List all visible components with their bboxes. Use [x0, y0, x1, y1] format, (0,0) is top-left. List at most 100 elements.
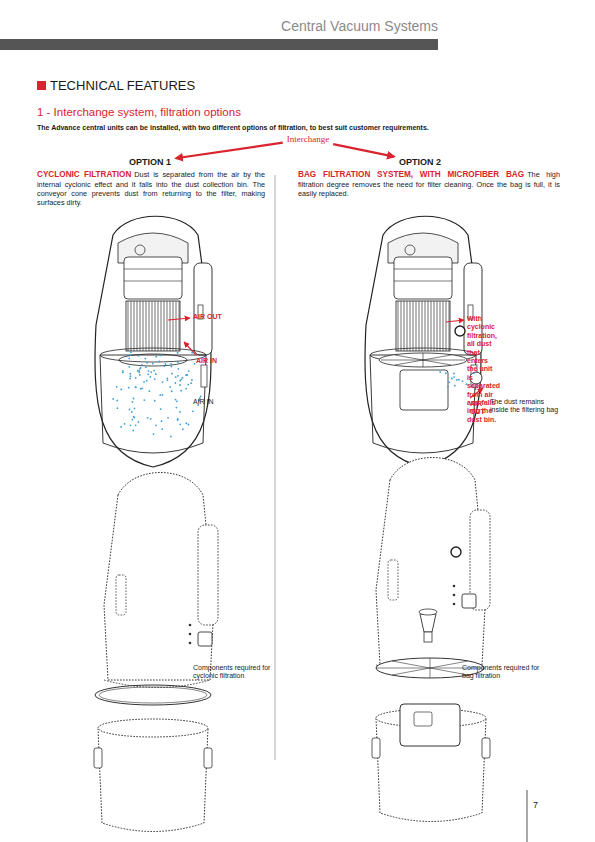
- dust-dot: [458, 379, 460, 381]
- dust-dot: [171, 373, 173, 375]
- node-text: OPTION 1: [129, 157, 171, 167]
- dust-dot: [182, 377, 184, 379]
- dust-dot: [143, 399, 145, 401]
- dust-dot: [191, 379, 193, 381]
- node-text: Interchange: [287, 134, 329, 144]
- dust-dot: [158, 361, 160, 363]
- dust-dot: [161, 428, 163, 430]
- dust-dot: [154, 400, 156, 402]
- paragraph: CYCLONIC FILTRATIONDust is separated fro…: [37, 170, 265, 208]
- dust-dot: [129, 373, 131, 375]
- dust-dot: [146, 362, 148, 364]
- dust-dot: [179, 423, 181, 425]
- option-header: OPTION 2: [397, 156, 443, 168]
- dust-dot: [131, 411, 133, 413]
- interchange-arrow: [176, 143, 283, 159]
- dust-dot: [177, 352, 179, 354]
- dust-dot: [124, 423, 126, 425]
- dust-dot: [182, 428, 184, 430]
- dust-dot: [447, 386, 449, 388]
- dust-dot: [175, 399, 177, 401]
- dust-dot: [179, 411, 181, 413]
- dust-dot: [448, 381, 450, 383]
- dust-dot: [138, 355, 140, 357]
- dust-dot: [145, 366, 147, 368]
- dust-dot: [473, 372, 475, 374]
- dust-dot: [149, 390, 151, 392]
- callout-note: AIR IN: [193, 398, 273, 406]
- intro-text: The Advance central units can be install…: [37, 124, 577, 132]
- dust-dot: [163, 365, 165, 367]
- dust-dot: [130, 354, 132, 356]
- dust-dot: [147, 417, 149, 419]
- dust-dot: [176, 400, 178, 402]
- dust-dot: [132, 419, 134, 421]
- dust-dot: [186, 374, 188, 376]
- air-label: AIR IN: [196, 357, 226, 365]
- dust-dot: [143, 381, 145, 383]
- dust-dot: [135, 386, 137, 388]
- callout-note: Components required for bag filtration: [462, 664, 542, 681]
- dust-dot: [170, 363, 172, 365]
- dust-dot: [146, 380, 148, 382]
- dust-dot: [120, 388, 122, 390]
- interchange-arrow: [333, 144, 394, 156]
- dust-dot: [116, 407, 118, 409]
- dust-dot: [179, 384, 181, 386]
- dust-dot: [150, 371, 152, 373]
- dust-dot: [127, 355, 129, 357]
- dust-dot: [134, 407, 136, 409]
- dust-dot: [141, 364, 143, 366]
- dust-dot: [170, 366, 172, 368]
- dust-dot: [160, 408, 162, 410]
- air-label: AIR OUT: [193, 313, 223, 321]
- dust-dot: [148, 370, 150, 372]
- dust-dot: [112, 398, 114, 400]
- option-header: OPTION 1: [127, 156, 173, 168]
- air-label: AIR OUT: [470, 400, 490, 417]
- dust-dot: [175, 376, 177, 378]
- dust-dot: [133, 417, 135, 419]
- dust-dot: [167, 379, 169, 381]
- dust-dot: [166, 378, 168, 380]
- dust-dot: [135, 386, 137, 388]
- dust-dot: [133, 416, 135, 418]
- dust-dot: [169, 386, 171, 388]
- dust-dot: [194, 363, 196, 365]
- dust-dot: [177, 368, 179, 370]
- dust-dot: [187, 424, 189, 426]
- dust-dot: [185, 374, 187, 376]
- dust-dot: [451, 378, 453, 380]
- dust-dot: [132, 430, 134, 432]
- dust-dot: [453, 376, 455, 378]
- dust-dot: [162, 381, 164, 383]
- interchange-label: Interchange: [285, 133, 331, 145]
- dust-dot: [462, 380, 464, 382]
- dust-dot: [159, 394, 161, 396]
- dust-dot: [131, 401, 133, 403]
- dust-dot: [141, 387, 143, 389]
- dust-dot: [116, 386, 118, 388]
- dust-dot: [181, 378, 183, 380]
- dust-dot: [155, 356, 157, 358]
- dust-dot: [130, 424, 132, 426]
- dust-dot: [144, 358, 146, 360]
- dust-dot: [129, 409, 131, 411]
- dust-dot: [454, 385, 456, 387]
- option-heading: BAG FILTRATION SYSTEM, WITH MICROFIBER B…: [298, 170, 524, 179]
- dust-dot: [177, 375, 179, 377]
- dust-dot: [130, 375, 132, 377]
- dust-dot: [130, 351, 132, 353]
- dust-dot: [150, 418, 152, 420]
- dust-dot: [128, 366, 130, 368]
- dust-dot: [135, 424, 137, 426]
- dust-dot: [154, 378, 156, 380]
- dust-dot: [122, 371, 124, 373]
- page-number: 7: [533, 800, 553, 811]
- dust-dot: [179, 380, 181, 382]
- dust-dot: [167, 417, 169, 419]
- dust-dot: [152, 363, 154, 365]
- dust-dot: [445, 372, 447, 374]
- dust-dot: [180, 390, 182, 392]
- dust-dot: [129, 378, 131, 380]
